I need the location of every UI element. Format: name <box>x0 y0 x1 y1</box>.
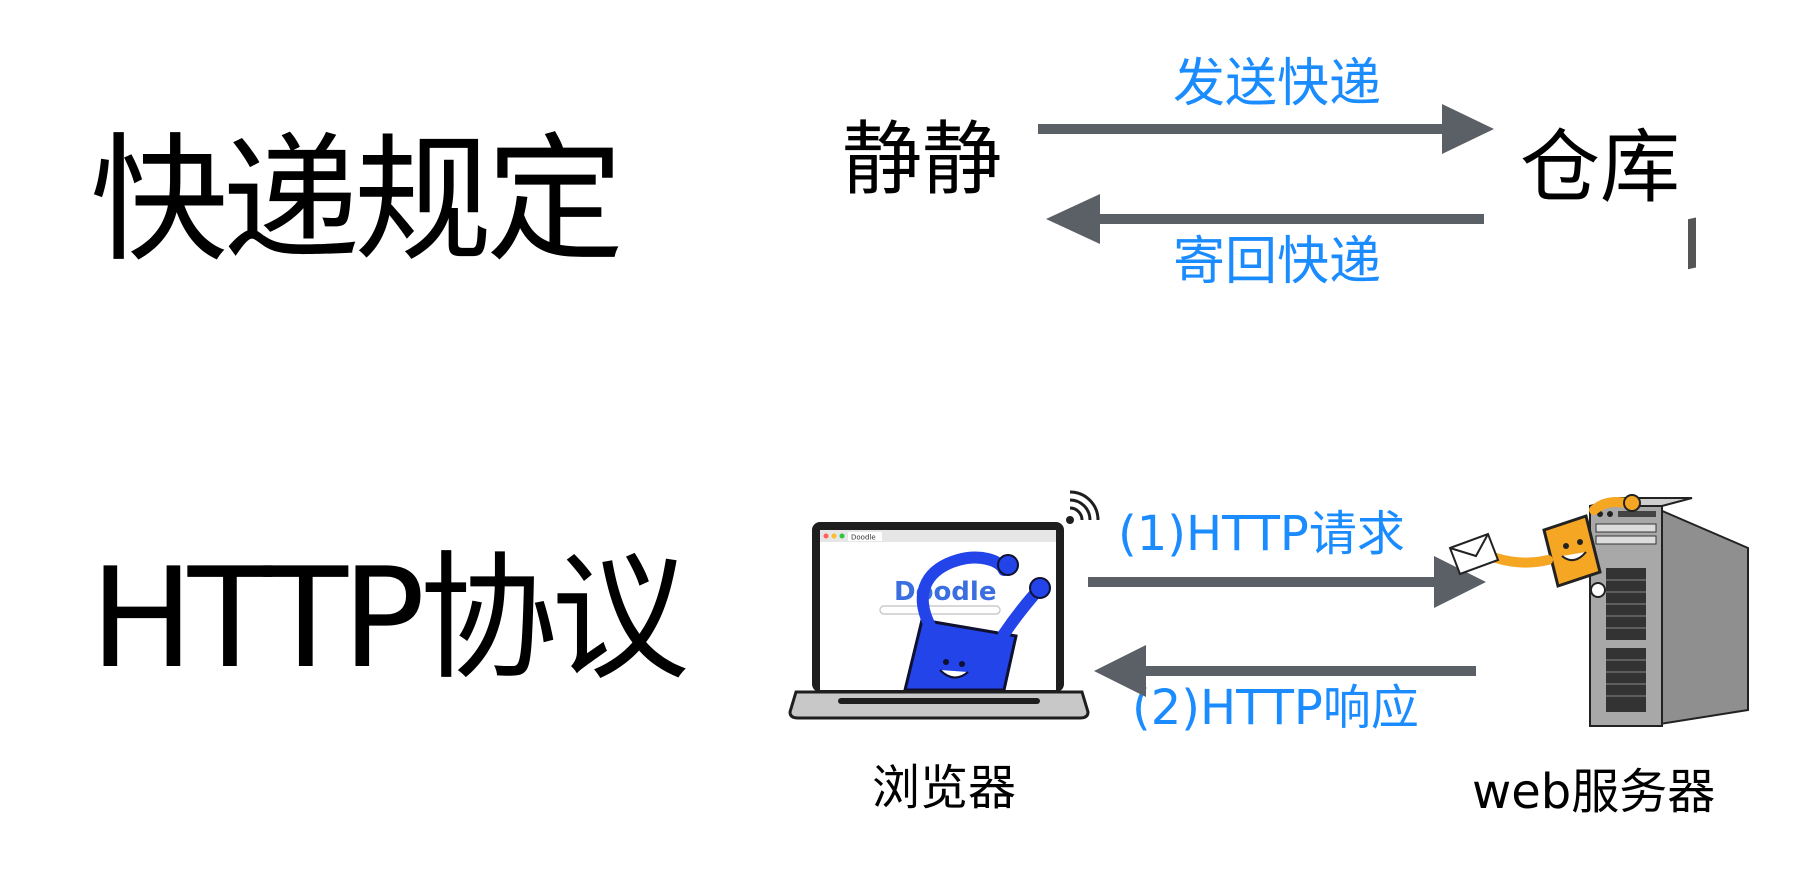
send-arrow <box>1038 104 1494 154</box>
return-express-label: 寄回快递 <box>1173 232 1382 292</box>
browser-logo-text: Doodle <box>894 577 996 607</box>
envelope-icon <box>1448 532 1500 576</box>
laptop-illustration-icon: Doodle Doodle <box>788 522 1090 720</box>
send-express-label: 发送快递 <box>1173 54 1382 114</box>
return-arrow <box>1046 194 1484 244</box>
browser-label: 浏览器 <box>872 760 1017 816</box>
http-response-label: (2)HTTP响应 <box>1132 680 1419 736</box>
http-request-label: (1)HTTP请求 <box>1118 506 1405 562</box>
http-title: HTTP协议 <box>90 538 689 699</box>
warehouse-label: 仓库 <box>1520 121 1680 214</box>
browser-tab-text: Doodle <box>851 534 876 542</box>
response-arrow <box>1094 645 1476 697</box>
sender-label: 静静 <box>842 113 1002 206</box>
server-tower-illustration-icon <box>1491 217 1749 727</box>
web-server-label: web服务器 <box>1472 764 1716 820</box>
wifi-signal-icon <box>1066 490 1100 524</box>
request-arrow <box>1088 556 1486 608</box>
express-title: 快递规定 <box>90 120 624 281</box>
